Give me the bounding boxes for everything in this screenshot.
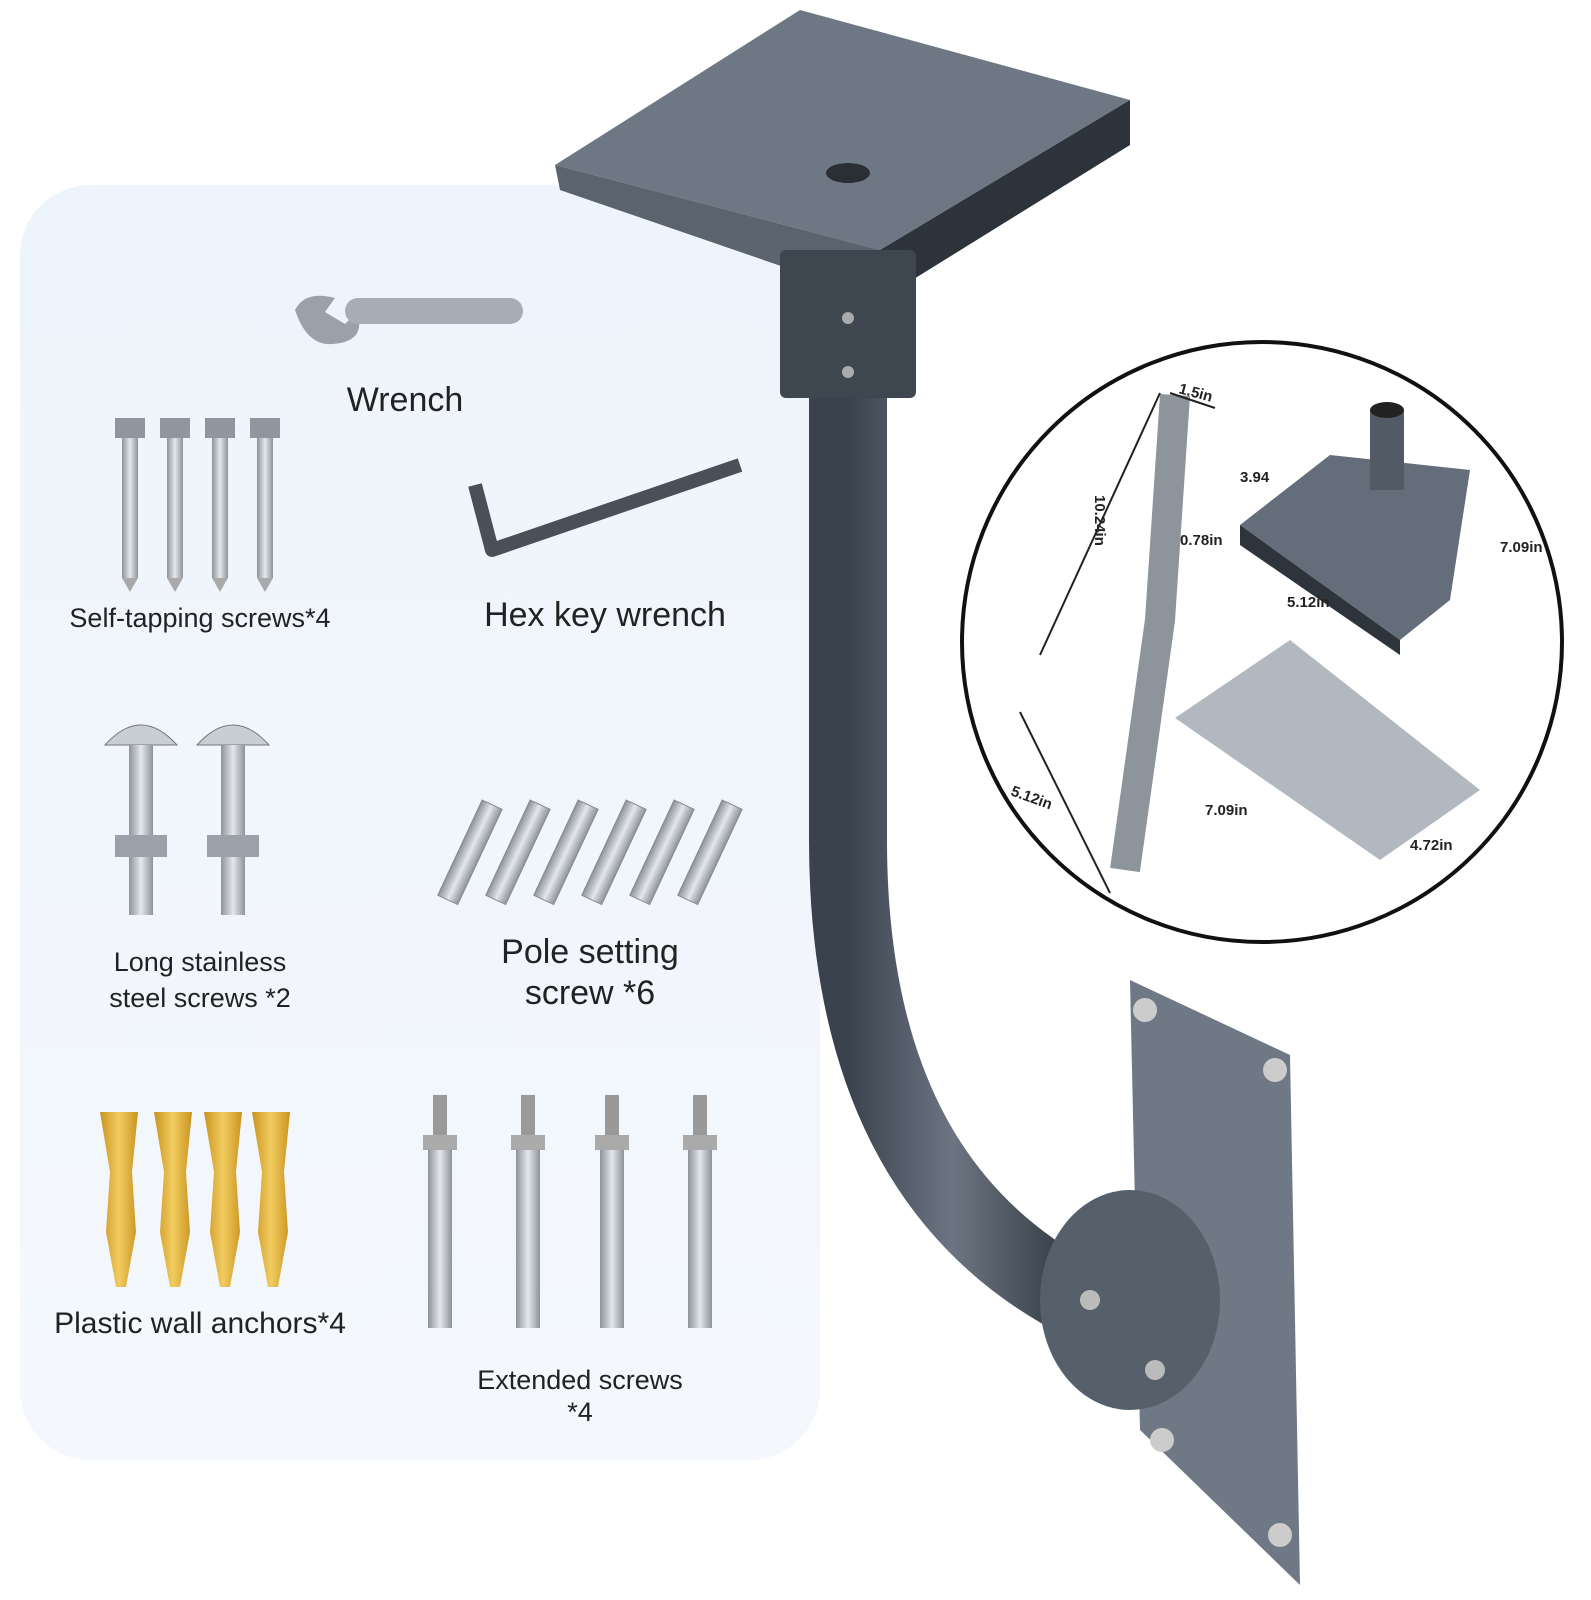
- dim-top-plate-height: 0.78in: [1180, 532, 1223, 549]
- label-pole-setting-screw: Pole setting screw *6: [460, 932, 720, 1014]
- label-plastic-wall-anchors: Plastic wall anchors*4: [54, 1307, 346, 1340]
- label-line-2: steel screws *2: [109, 983, 291, 1014]
- dim-top-plate-length: 7.09in: [1500, 539, 1543, 556]
- extended-screws-icon: [423, 1095, 717, 1328]
- pole-setting-screws-icon: [437, 799, 743, 906]
- dim-wall-plate-width: 4.72in: [1410, 837, 1453, 854]
- ceiling-mount-bracket: [555, 10, 1300, 1585]
- hex-key-icon: [468, 458, 743, 557]
- dim-wall-plate-length: 7.09in: [1205, 802, 1248, 819]
- label-hex-key-wrench: Hex key wrench: [484, 596, 726, 634]
- dim-top-plate-depth: 3.94: [1240, 469, 1270, 486]
- wrench-icon: [295, 295, 523, 345]
- label-line-1: Extended screws: [477, 1365, 683, 1395]
- dim-top-plate-width: 5.12in: [1287, 594, 1330, 611]
- plastic-anchors-icon: [100, 1112, 290, 1287]
- label-line-1: Pole setting: [501, 933, 679, 971]
- label-line-1: Long stainless: [113, 947, 287, 977]
- label-wrench: Wrench: [346, 381, 464, 419]
- self-tapping-screws-icon: [115, 418, 280, 592]
- dimensions-diagram: 1.5in 10.24in 5.12in 3.94 0.78in 5.12in …: [960, 340, 1564, 944]
- dim-pipe-long: 10.24in: [1091, 495, 1108, 546]
- label-self-tapping-screws: Self-tapping screws*4: [69, 603, 331, 633]
- label-extended-screws: Extended screws *4: [440, 1364, 720, 1429]
- label-line-2: screw *6: [524, 973, 656, 1012]
- label-long-steel-screws: Long stainless steel screws *2: [60, 946, 340, 1015]
- label-line-2: *4: [567, 1397, 593, 1428]
- long-steel-screws-icon: [103, 724, 271, 915]
